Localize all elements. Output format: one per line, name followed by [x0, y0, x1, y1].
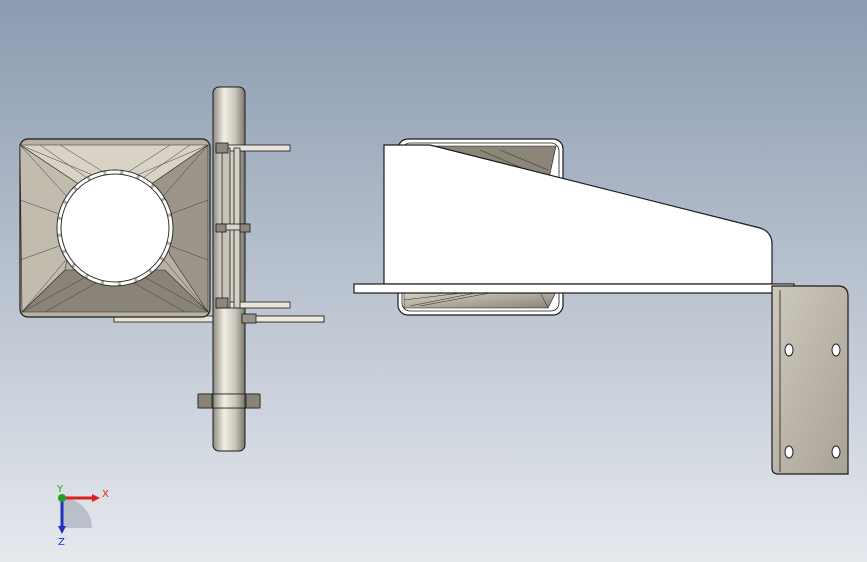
bolt-hole	[831, 343, 841, 357]
front-view[interactable]	[19, 86, 325, 452]
bolt-hole	[784, 343, 794, 357]
z-axis-label: Z	[58, 537, 65, 548]
clamp-bracket	[215, 142, 291, 309]
bolt-hole	[784, 445, 794, 459]
y-axis-dot	[58, 494, 66, 502]
pole-nut	[197, 393, 261, 409]
tapered-bracket	[383, 144, 773, 285]
x-axis-label: X	[102, 489, 109, 500]
lower-flange	[241, 313, 325, 324]
mounting-plate	[771, 285, 849, 475]
horizontal-plate	[353, 283, 795, 294]
bolt-hole	[831, 445, 841, 459]
side-view[interactable]	[353, 138, 849, 475]
y-axis-label: Y	[56, 484, 64, 495]
coordinate-triad: X Y Z	[56, 484, 109, 548]
horn-body	[19, 138, 211, 318]
